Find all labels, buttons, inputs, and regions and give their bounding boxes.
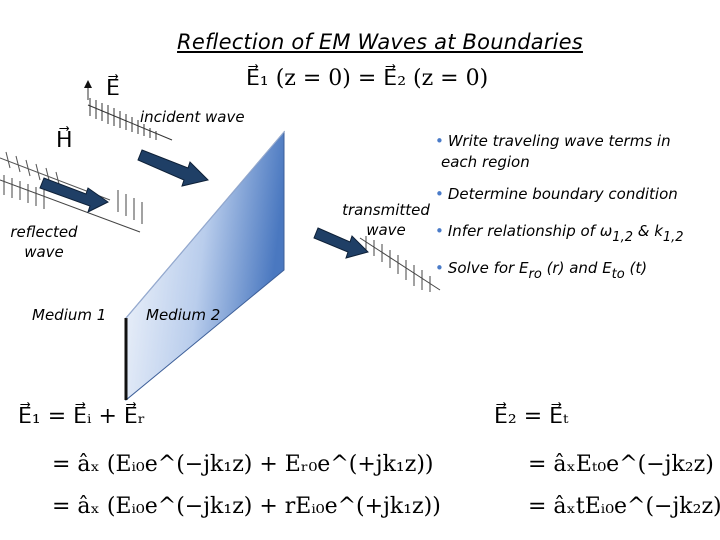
bullet-4-mid: (r) and E — [541, 259, 612, 277]
transmitted-label-line2: wave — [366, 221, 406, 239]
bullet-4-eto-sub: to — [611, 267, 625, 282]
reflected-wave-field — [0, 175, 143, 233]
equation-right-2: = âₓEₜ₀e^(−jk₂z) — [528, 452, 714, 477]
bullet-3-omega-sub: 1,2 — [612, 230, 633, 245]
equation-left-1: E⃗₁ = E⃗ᵢ + E⃗ᵣ — [18, 404, 146, 429]
transmitted-arrow — [313, 227, 369, 259]
bullet-3-text: Infer relationship of ω — [447, 222, 613, 240]
bullet-1-text: Write traveling wave terms in — [447, 132, 671, 150]
bullet-item-2: •Determine boundary condition — [435, 185, 678, 203]
incident-arrow — [137, 149, 209, 187]
page-title: Reflection of EM Waves at Boundaries — [177, 30, 583, 54]
bullet-3-mid: & k — [632, 222, 663, 240]
bullet-4-text: Solve for E — [447, 259, 529, 277]
bullet-4-post: (t) — [624, 259, 648, 277]
equation-right-3: = âₓtEᵢ₀e^(−jk₂z) — [528, 494, 720, 519]
bullet-1-continuation: each region — [441, 153, 530, 171]
boundary-plane — [125, 130, 285, 402]
equation-left-3: = âₓ (Eᵢ₀e^(−jk₁z) + rEᵢ₀e^(+jk₁z)) — [52, 494, 441, 519]
bullet-2-text: Determine boundary condition — [447, 185, 678, 203]
reflected-wave-label: reflected wave — [4, 222, 84, 262]
boundary-condition-equation: E⃗₁ (z = 0) = E⃗₂ (z = 0) — [246, 66, 489, 91]
bullet-item-3: •Infer relationship of ω1,2 & k1,2 — [435, 222, 684, 245]
bullet-item-4: •Solve for Ero (r) and Eto (t) — [435, 259, 648, 282]
incident-wave-label: incident wave — [140, 108, 245, 126]
equation-left-2: = âₓ (Eᵢ₀e^(−jk₁z) + Eᵣ₀e^(+jk₁z)) — [52, 452, 434, 477]
reflected-arrow — [39, 177, 109, 213]
incident-wave-e-field — [87, 98, 173, 141]
reflected-label-line1: reflected — [10, 223, 78, 241]
bullet-3-k-sub: 1,2 — [662, 230, 684, 245]
equation-right-1: E⃗₂ = E⃗ₜ — [494, 404, 569, 429]
bullet-4-ero-sub: ro — [528, 267, 542, 282]
transmitted-wave-field — [359, 236, 441, 292]
reflected-label-line2: wave — [24, 243, 64, 261]
transmitted-wave-label: transmitted wave — [336, 200, 436, 240]
bullet-item-1: •Write traveling wave terms in — [435, 132, 671, 150]
h-vector-label: H⃗ — [56, 128, 73, 153]
transmitted-label-line1: transmitted — [342, 201, 430, 219]
medium-2-label: Medium 2 — [146, 306, 221, 324]
e-vector-label: E⃗ — [106, 76, 120, 101]
medium-1-label: Medium 1 — [32, 306, 107, 324]
